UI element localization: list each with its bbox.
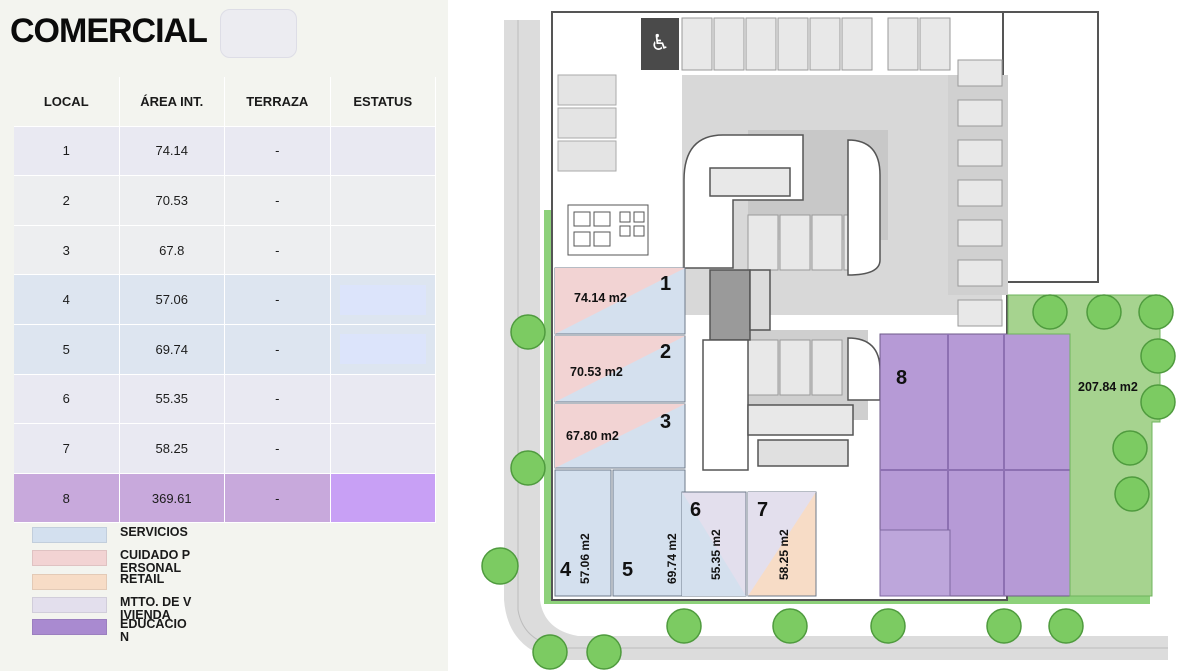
cell-estatus [330, 473, 436, 524]
legend-item: RETAIL [32, 573, 192, 595]
legend-swatch [32, 574, 107, 590]
terrace [1007, 294, 1161, 597]
cell-estatus [330, 374, 436, 425]
cell-area: 70.53 [119, 176, 225, 226]
legend-swatch [32, 619, 107, 635]
legend-item: EDUCACION [32, 618, 192, 644]
title-badge [220, 9, 297, 58]
legend-label: CUIDADO PERSONAL [120, 548, 191, 575]
local-area-7: 58.25 m2 [777, 529, 791, 580]
legend-label: MTTO. DE VIVIENDA [120, 595, 192, 622]
left-panel: COMERCIAL LOCAL ÁREA INT. TERRAZA ESTATU… [0, 0, 448, 671]
legend-label: RETAIL [120, 572, 165, 586]
floor-plan: ♿ [448, 0, 1200, 671]
cell-local: 4 [14, 275, 120, 325]
local-number-1: 1 [660, 273, 671, 295]
local-2[interactable] [554, 335, 686, 403]
local-number-8: 8 [896, 367, 907, 389]
local-area-2: 70.53 m2 [570, 365, 623, 379]
cell-estatus [330, 225, 436, 276]
cell-terraza: - [225, 473, 331, 524]
header-local: LOCAL [14, 77, 120, 127]
cell-estatus [330, 275, 436, 325]
accessible-parking-icon: ♿ [650, 31, 670, 56]
legend-swatch [32, 550, 107, 566]
accessible-parking-stall [641, 18, 679, 70]
local-area-4: 57.06 m2 [578, 533, 592, 584]
cell-area: 369.61 [119, 473, 225, 524]
legend-item: SERVICIOS [32, 526, 192, 548]
local-area-5: 69.74 m2 [665, 533, 679, 584]
cell-estatus [330, 126, 436, 177]
status-indicator [339, 284, 426, 315]
local-6[interactable] [681, 491, 747, 597]
local-1[interactable] [554, 267, 686, 335]
page-title: COMERCIAL [10, 12, 208, 50]
legend-swatch [32, 527, 107, 543]
header-area: ÁREA INT. [119, 77, 225, 127]
cell-local: 5 [14, 324, 120, 375]
cell-local: 2 [14, 176, 120, 226]
tree-icon [481, 294, 1176, 670]
local-8[interactable] [879, 333, 1071, 597]
local-3[interactable] [554, 403, 686, 469]
local-number-5: 5 [622, 559, 633, 581]
legend-label: EDUCACION [120, 617, 187, 644]
local-number-7: 7 [757, 499, 768, 521]
cell-area: 69.74 [119, 324, 225, 375]
cell-terraza: - [225, 275, 331, 325]
local-5[interactable] [612, 469, 686, 597]
local-area-6: 55.35 m2 [709, 529, 723, 580]
cell-estatus [330, 324, 436, 375]
cell-terraza: - [225, 176, 331, 226]
table-header-row: LOCAL ÁREA INT. TERRAZA ESTATUS [14, 77, 436, 127]
status-indicator [330, 474, 435, 523]
cell-area: 57.06 [119, 275, 225, 325]
cell-area: 74.14 [119, 126, 225, 177]
cell-estatus [330, 424, 436, 474]
terrace-area: 207.84 m2 [1078, 380, 1138, 394]
cell-area: 55.35 [119, 374, 225, 425]
legend-item: CUIDADO PERSONAL [32, 549, 192, 575]
cell-local: 6 [14, 374, 120, 425]
local-area-3: 67.80 m2 [566, 429, 619, 443]
local-number-3: 3 [660, 411, 671, 433]
local-area-1: 74.14 m2 [574, 291, 627, 305]
local-7[interactable] [747, 491, 817, 597]
cell-local: 7 [14, 424, 120, 474]
legend-swatch [32, 597, 107, 613]
cell-terraza: - [225, 324, 331, 375]
cell-terraza: - [225, 374, 331, 425]
local-4[interactable] [554, 469, 612, 597]
cell-area: 58.25 [119, 424, 225, 474]
cell-local: 3 [14, 225, 120, 276]
local-number-4: 4 [560, 559, 572, 581]
local-number-2: 2 [660, 341, 671, 363]
cell-terraza: - [225, 225, 331, 276]
legend-label: SERVICIOS [120, 525, 188, 539]
cell-local: 1 [14, 126, 120, 177]
status-indicator [339, 334, 426, 365]
local-number-6: 6 [690, 499, 701, 521]
cell-area: 67.8 [119, 225, 225, 276]
cell-local: 8 [14, 473, 120, 524]
legend-item: MTTO. DE VIVIENDA [32, 596, 192, 622]
cell-terraza: - [225, 424, 331, 474]
floor-plan-drawing: ♿ [481, 11, 1176, 670]
header-terraza: TERRAZA [225, 77, 331, 127]
header-estatus: ESTATUS [330, 77, 436, 127]
cell-estatus [330, 176, 436, 226]
cell-terraza: - [225, 126, 331, 177]
